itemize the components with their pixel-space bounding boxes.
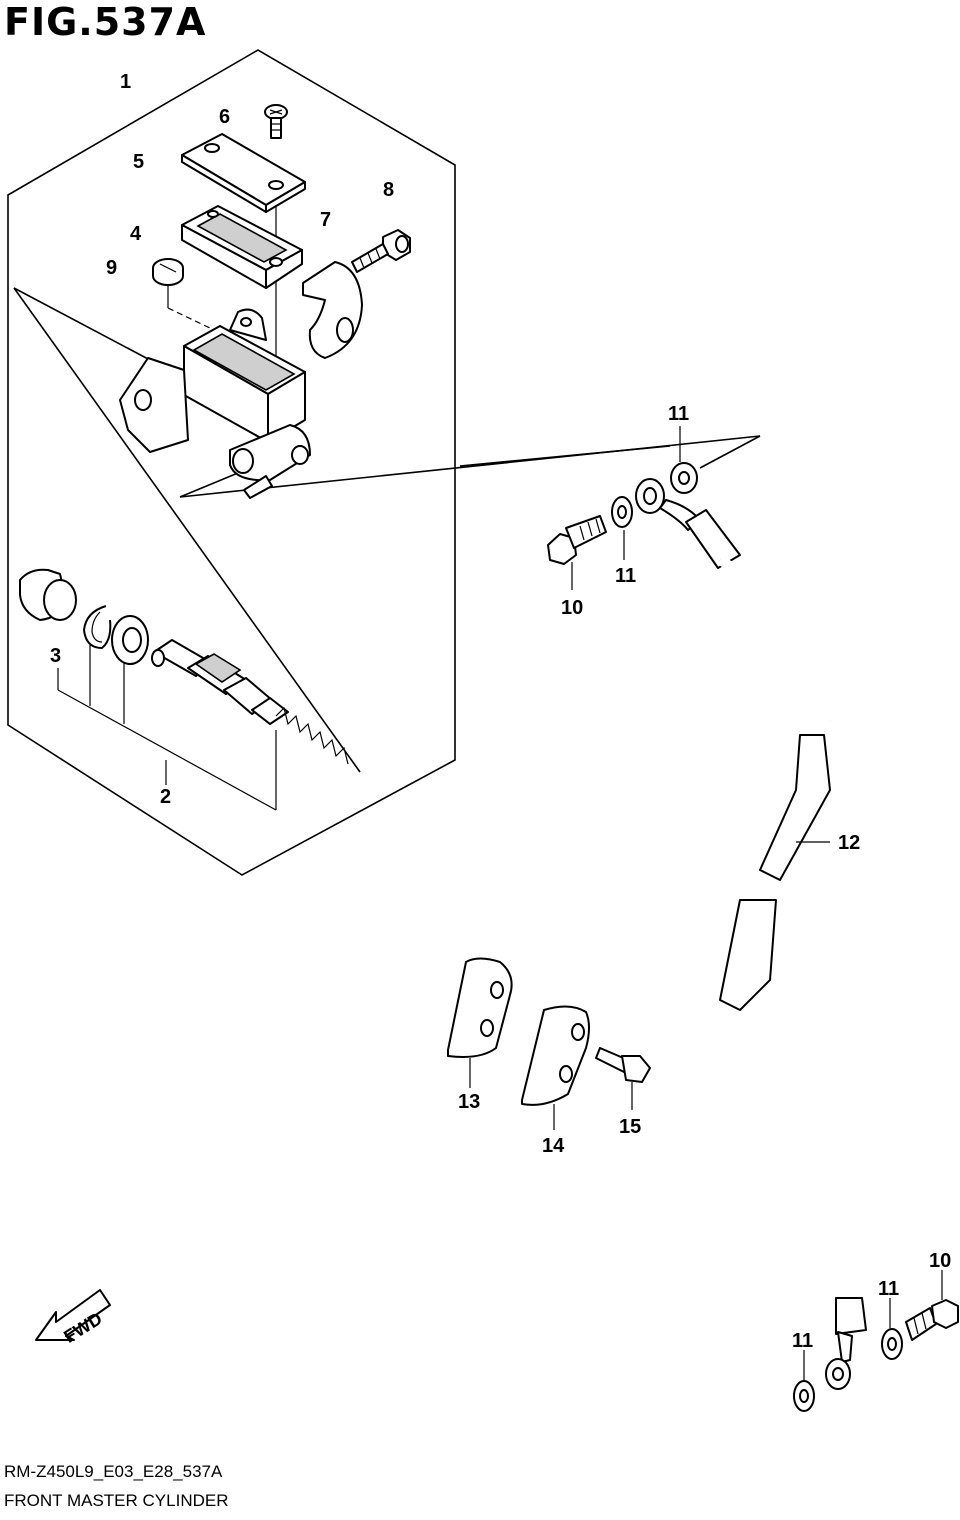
callout-5: 5 xyxy=(133,151,144,173)
callout-7: 7 xyxy=(320,209,331,231)
washer-piston[interactable] xyxy=(111,615,149,665)
callout-11-top-right: 11 xyxy=(668,403,689,425)
callouts: 1 2 3 4 5 6 7 8 9 10 10 11 11 11 11 12 1… xyxy=(50,71,951,1352)
callout-10-bottom: 10 xyxy=(929,1250,951,1272)
bolt-15[interactable] xyxy=(595,1047,651,1110)
piston-assembly[interactable] xyxy=(151,639,289,725)
washer-11-top-a[interactable] xyxy=(611,496,633,560)
bolt-8[interactable] xyxy=(351,229,411,273)
fwd-arrow-icon: FWD xyxy=(35,1289,111,1347)
circlip[interactable] xyxy=(83,605,112,649)
callout-9: 9 xyxy=(106,257,117,279)
callout-1: 1 xyxy=(120,71,131,93)
callout-6: 6 xyxy=(219,106,230,128)
diagram-code: RM-Z450L9_E03_E28_537A xyxy=(4,1462,223,1481)
boot-3[interactable] xyxy=(19,568,77,621)
assembly-outline xyxy=(7,49,456,876)
brake-hose-12[interactable] xyxy=(635,478,867,1390)
washer-11-top-b[interactable] xyxy=(670,426,698,494)
hose-guide-13[interactable] xyxy=(447,957,513,1089)
washer-11-bottom-a[interactable] xyxy=(881,1298,903,1360)
diagram-name: FRONT MASTER CYLINDER xyxy=(4,1491,229,1510)
callout-11-top-left: 11 xyxy=(615,565,636,587)
banjo-bolt-10-bottom[interactable] xyxy=(905,1270,959,1341)
callout-12: 12 xyxy=(838,832,860,854)
callout-10-top: 10 xyxy=(561,597,583,619)
screw-6[interactable] xyxy=(264,104,288,139)
spring[interactable] xyxy=(275,706,349,765)
callout-3: 3 xyxy=(50,645,61,667)
guide-lines xyxy=(13,190,761,773)
reservoir-cap-5[interactable] xyxy=(181,133,306,213)
callout-11-bottom-right: 11 xyxy=(878,1278,899,1300)
diaphragm-plate-4[interactable] xyxy=(181,205,303,289)
callout-14: 14 xyxy=(542,1135,565,1157)
leader-bracket-2 xyxy=(57,644,277,811)
callout-15: 15 xyxy=(619,1116,641,1138)
master-cylinder-body[interactable] xyxy=(119,308,311,499)
figure-title: FIG.537A xyxy=(4,0,207,44)
banjo-bolt-10-top[interactable] xyxy=(547,515,607,590)
washer-11-bottom-b[interactable] xyxy=(793,1350,815,1412)
callout-2: 2 xyxy=(160,786,171,808)
hose-guide-14[interactable] xyxy=(521,1005,590,1130)
callout-8: 8 xyxy=(383,179,394,201)
clamp-7[interactable] xyxy=(302,261,363,359)
sight-glass-9[interactable] xyxy=(152,258,184,286)
callout-13: 13 xyxy=(458,1091,480,1113)
callout-4: 4 xyxy=(130,223,142,245)
callout-11-bottom-left: 11 xyxy=(792,1330,813,1352)
